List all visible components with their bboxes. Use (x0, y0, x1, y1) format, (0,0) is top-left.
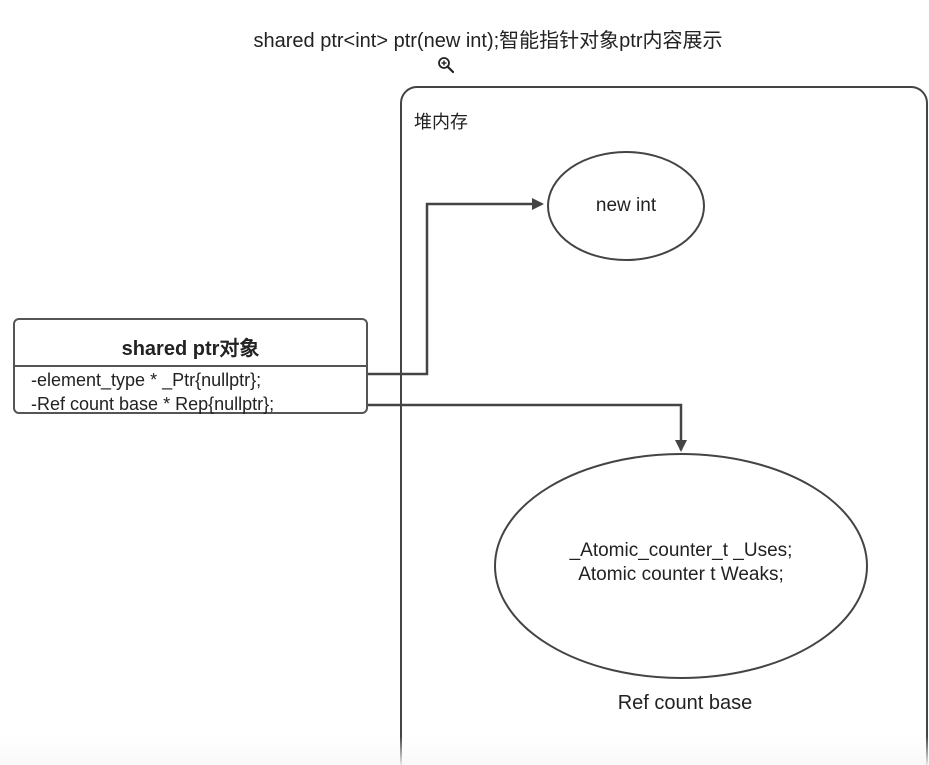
ref-count-uses-label: _Atomic_counter_t _Uses; (569, 540, 793, 561)
diagram-title: shared ptr<int> ptr(new int);智能指针对象ptr内容… (253, 30, 723, 52)
rep-arrow (338, 403, 687, 452)
class-title: shared ptr对象 (121, 338, 260, 360)
field-rep: -Ref count base * Rep{nullptr}; (31, 394, 275, 414)
class-divider (15, 365, 366, 367)
ref-count-caption: Ref count base (617, 692, 753, 714)
new-int-node[interactable] (547, 151, 705, 261)
zoom-in-icon[interactable] (437, 56, 455, 74)
ref-count-base-node[interactable] (494, 453, 868, 679)
shared-ptr-object-box[interactable]: shared ptr对象 -element_type * _Ptr{nullpt… (13, 318, 368, 414)
new-int-label: new int (595, 195, 657, 216)
ref-count-weaks-label: Atomic counter t Weaks; (578, 564, 784, 585)
heap-label: 堆内存 (414, 112, 468, 132)
bottom-fade (0, 736, 929, 765)
heap-container[interactable] (400, 86, 928, 765)
field-ptr: -element_type * _Ptr{nullptr}; (31, 370, 262, 390)
